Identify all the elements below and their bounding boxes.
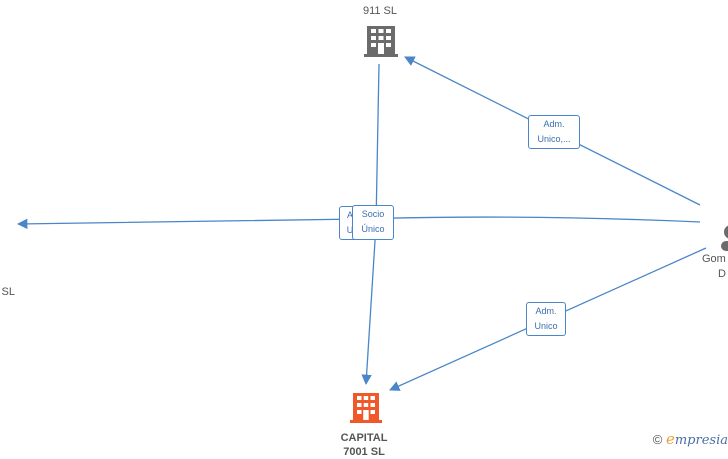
node-label-bottom-company-line2: 7001 SL — [343, 446, 385, 458]
edge-label-line: Unico,... — [537, 134, 571, 144]
node-label-right-person-line1: Gom — [702, 253, 726, 265]
edge-label-adm-unico-top[interactable]: Adm. Unico,... — [528, 115, 580, 149]
copyright-icon: © — [652, 432, 663, 447]
brand-logo-initial: e — [665, 430, 675, 448]
person-icon[interactable] — [721, 225, 728, 251]
edge-label-line: Socio — [361, 209, 385, 219]
brand-logo-text: mpresia — [674, 433, 728, 448]
node-label-left-company: l SL — [0, 286, 15, 298]
edge-label-adm-unico-bottom[interactable]: Adm. Unico — [526, 302, 566, 336]
node-label-right-person-line2: D — [718, 268, 726, 280]
edge-label-line: A — [346, 210, 353, 220]
node-label-top-company: 911 SL — [362, 5, 398, 17]
edge-label-line: U — [346, 225, 354, 235]
edge-label-line: Adm. — [535, 306, 557, 316]
edge-label-line: Unico — [534, 321, 558, 331]
brand-watermark: © empresia — [653, 430, 728, 448]
edge-label-line: Único — [361, 224, 385, 234]
edge-label-line: Adm. — [543, 119, 565, 129]
building-icon[interactable] — [350, 393, 382, 423]
edge-label-socio-unico[interactable]: Socio Único — [352, 205, 394, 240]
node-label-bottom-company-line1: CAPITAL — [340, 432, 388, 444]
building-icon[interactable] — [364, 26, 398, 57]
